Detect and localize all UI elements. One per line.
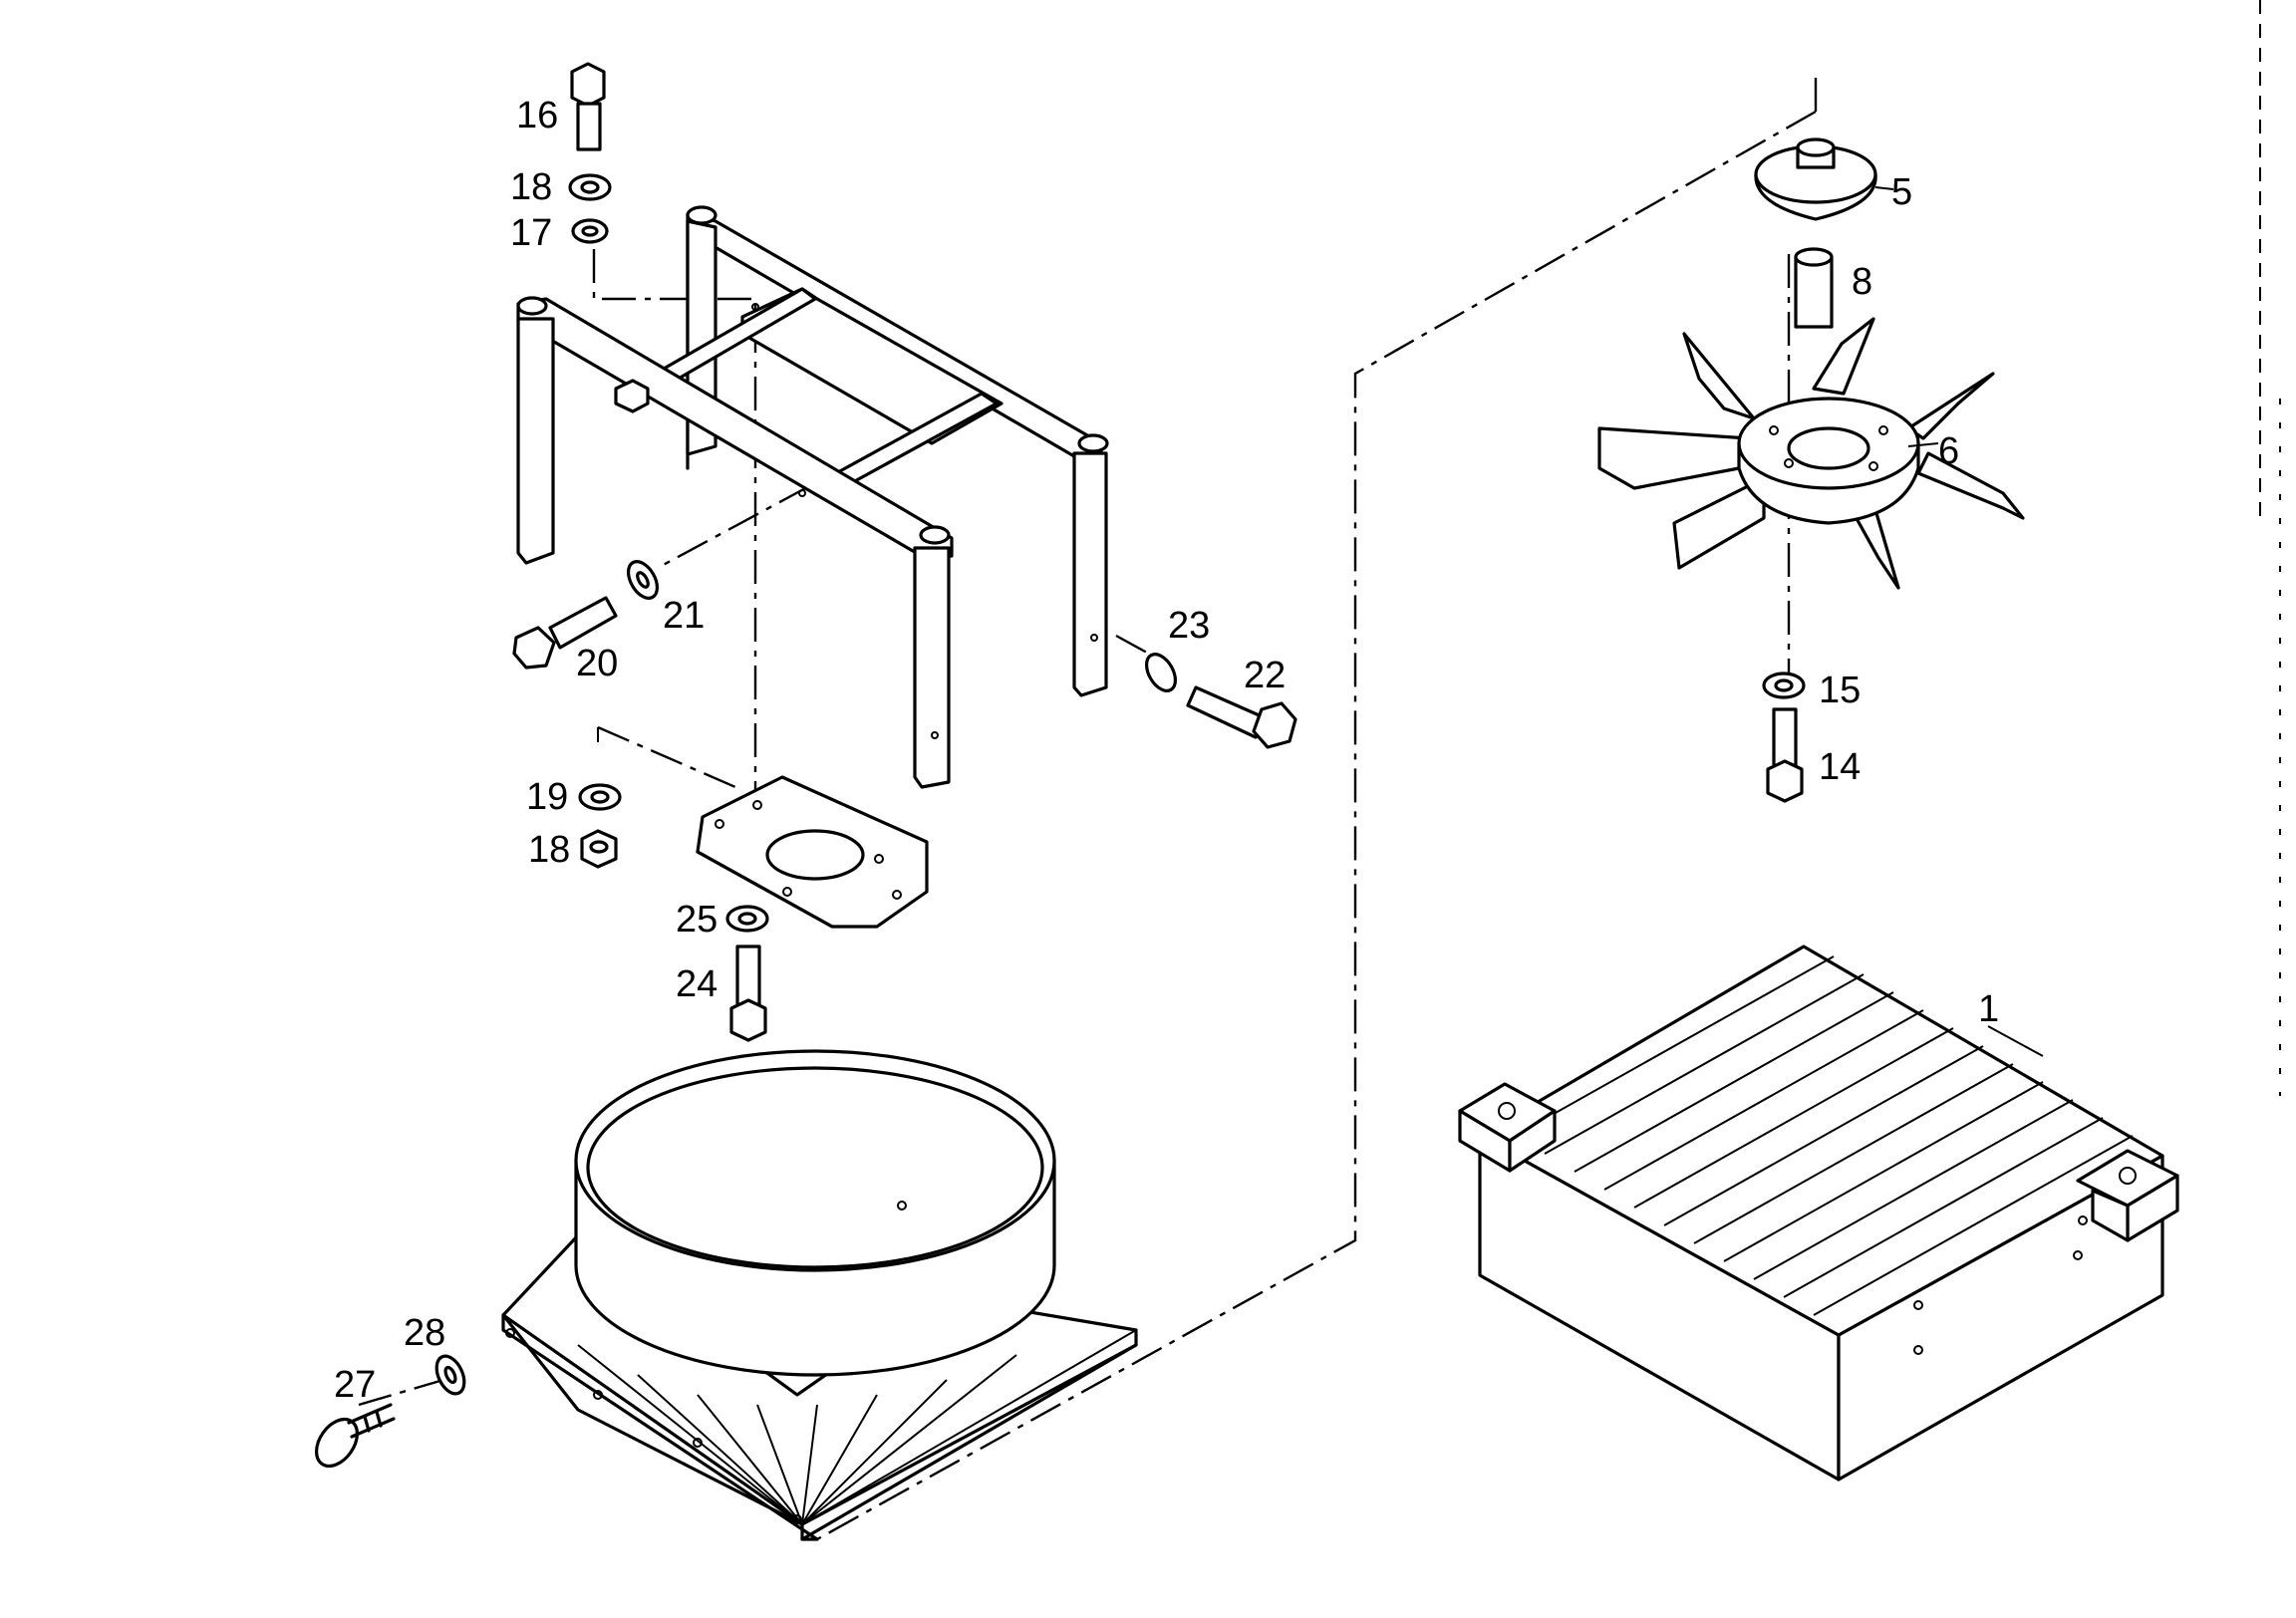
callout-25: 24	[676, 963, 718, 1005]
fasteners	[512, 62, 1297, 1042]
radiator-fins	[1514, 955, 2134, 1316]
fan-assembly	[1597, 137, 2025, 803]
callout-21: 20	[576, 643, 618, 684]
callout-18: 18	[510, 166, 552, 208]
callout-26: 25	[676, 899, 718, 941]
callout-labels: 16 18 17 5 8 6 21 20 23 22 15 14 19 18 2…	[334, 95, 1999, 1406]
callout-14: 14	[1819, 746, 1861, 788]
callout-20: 19	[526, 776, 568, 818]
callout-24: 23	[1168, 605, 1210, 647]
callout-19: 18	[528, 829, 570, 871]
radiator	[1458, 944, 2179, 1482]
callout-23: 22	[1244, 655, 1286, 696]
callout-22: 21	[663, 595, 705, 637]
callout-5: 5	[1891, 171, 1912, 213]
callout-6: 6	[1938, 430, 1959, 472]
callout-15: 15	[1819, 670, 1861, 711]
callout-1: 1	[1978, 988, 1999, 1030]
frame-stand	[516, 205, 1109, 789]
callout-16: 16	[516, 95, 558, 136]
callout-8: 8	[1852, 261, 1872, 303]
assembly-lines	[358, 75, 1818, 1541]
mounting-plate	[696, 775, 929, 929]
callout-27: 27	[334, 1364, 376, 1406]
margin-marks	[2259, 0, 2281, 1096]
screw-and-washer	[314, 1354, 466, 1469]
leader-lines	[597, 186, 2044, 1057]
fan-shroud	[501, 1049, 1138, 1541]
shroud-fold-lines	[502, 1314, 1137, 1525]
callout-28: 28	[404, 1312, 445, 1354]
callout-17: 17	[510, 212, 552, 254]
